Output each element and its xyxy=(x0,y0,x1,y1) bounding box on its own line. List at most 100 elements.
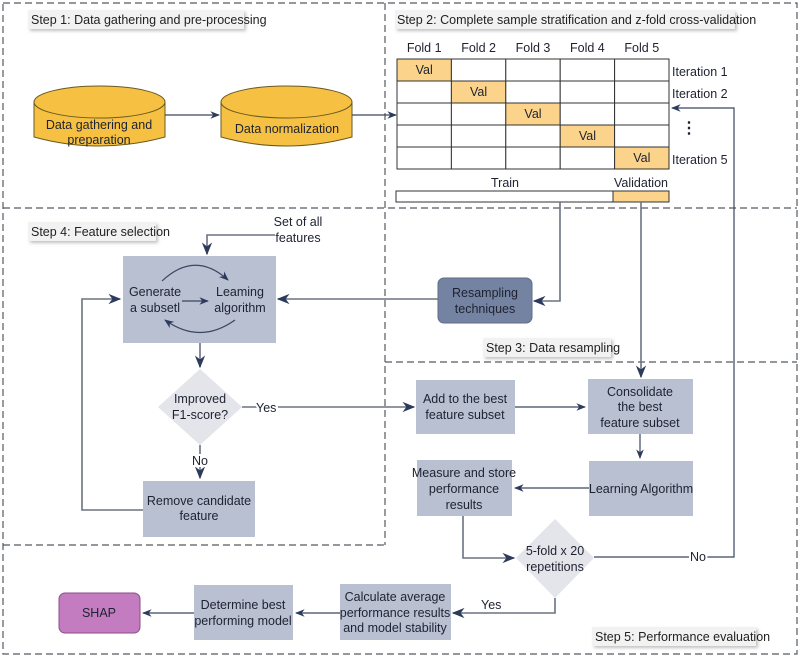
arrow-remove-loop-back xyxy=(81,293,143,511)
cycle-arrow-bottom xyxy=(164,319,236,333)
cylinder2-label: Data normalization xyxy=(235,122,339,136)
shap-label: SHAP xyxy=(82,606,116,620)
remove-line1: Remove candidate xyxy=(147,494,251,508)
iteration-label: Iteration 2 xyxy=(672,87,728,101)
fold-header: Fold 5 xyxy=(624,41,659,55)
val-cell xyxy=(614,146,670,170)
arrow-yes-to-calculate xyxy=(451,598,556,619)
train-cell xyxy=(450,58,507,82)
train-cell xyxy=(505,124,561,148)
fold-header: Fold 4 xyxy=(570,41,605,55)
consolidate-best-subset-box: Consolidate the best feature subset xyxy=(588,379,693,434)
train-cell xyxy=(505,80,561,104)
improved-f1-decision: Improved F1-score? xyxy=(158,369,242,445)
resampling-line1: Resampling xyxy=(452,286,518,300)
resampling-line2: techniques xyxy=(455,302,515,316)
train-cell xyxy=(614,102,670,126)
consolidate-line3: feature subset xyxy=(600,416,680,430)
step5-label: Step 5: Performance evaluation xyxy=(592,627,770,646)
decision2-line1: 5-fold x 20 xyxy=(526,544,584,558)
learning-line2: algorithm xyxy=(214,301,265,315)
val-label: Val xyxy=(524,107,541,121)
fold-header: Fold 1 xyxy=(407,41,442,55)
measure-store-results-box: Measure and store performance results xyxy=(412,460,516,516)
train-cell xyxy=(505,58,561,82)
decision2-line2: repetitions xyxy=(526,560,584,574)
val-label: Val xyxy=(470,85,487,99)
train-cell xyxy=(396,80,452,104)
validation-segment xyxy=(612,190,670,203)
train-label: Train xyxy=(491,176,519,190)
train-cell xyxy=(559,80,616,104)
repetitions-decision: 5-fold x 20 repetitions xyxy=(516,519,594,598)
train-cell xyxy=(559,146,616,170)
step4-label-text: Step 4: Feature selection xyxy=(31,225,170,239)
iteration-label: Iteration 1 xyxy=(672,65,728,79)
no-label-step4: No xyxy=(192,454,208,468)
learning-line1: Leaming xyxy=(216,285,264,299)
decision1-line1: Improved xyxy=(174,392,226,406)
step3-label: Step 3: Data resampling xyxy=(483,338,620,357)
fold-header: Fold 2 xyxy=(461,41,496,55)
cylinder1-line2: preparation xyxy=(67,133,130,147)
learning-algorithm-label: Learning Algorithm xyxy=(589,482,693,496)
remove-candidate-feature-box: Remove candidate feature xyxy=(143,481,255,537)
train-cell xyxy=(614,58,670,82)
step5-label-text: Step 5: Performance evaluation xyxy=(595,630,770,644)
determine-line1: Determine best xyxy=(201,598,286,612)
set-of-all-line1: Set of all xyxy=(274,215,323,229)
feature-selection-box: Generate a subsetl Leaming algorithm xyxy=(123,256,276,343)
cycle-arrow-top xyxy=(161,264,229,282)
cylinder1-line1: Data gathering and xyxy=(46,118,152,132)
arrow-set-of-all-features xyxy=(201,234,275,256)
cylinder-data-gathering: Data gathering and preparation xyxy=(33,85,166,147)
val-label: Val xyxy=(416,63,433,77)
no-label-step5: No xyxy=(690,550,706,564)
calculate-line3: and model stability xyxy=(343,621,447,635)
train-cell xyxy=(396,146,452,170)
step2-label-text: Step 2: Complete sample stratification a… xyxy=(397,13,756,27)
step2-label: Step 2: Complete sample stratification a… xyxy=(395,10,756,29)
determine-line2: performing model xyxy=(194,614,291,628)
step1-label: Step 1: Data gathering and pre-processin… xyxy=(28,10,267,29)
cylinder-data-normalization: Data normalization xyxy=(220,85,353,147)
measure-line3: results xyxy=(446,498,483,512)
validation-label: Validation xyxy=(614,176,668,190)
train-cell xyxy=(396,102,452,126)
generate-line1: Generate xyxy=(129,285,181,299)
remove-line2: feature xyxy=(180,509,219,523)
shap-box: SHAP xyxy=(58,592,141,634)
set-of-all-line2: features xyxy=(275,231,320,245)
train-cell xyxy=(559,102,616,126)
train-segment xyxy=(395,190,614,203)
train-cell xyxy=(450,124,507,148)
add-best-line2: feature subset xyxy=(425,408,505,422)
add-best-line1: Add to the best xyxy=(423,392,508,406)
resampling-techniques-box: Resampling techniques xyxy=(437,277,533,324)
calculate-line1: Calculate average xyxy=(345,590,446,604)
measure-line2: performance xyxy=(429,482,499,496)
train-cell xyxy=(614,124,670,148)
decision1-line2: F1-score? xyxy=(172,408,228,422)
determine-best-model-box: Determine best performing model xyxy=(194,585,293,640)
step3-label-text: Step 3: Data resampling xyxy=(486,341,620,355)
arrow-measure-to-repetitions xyxy=(462,516,516,564)
consolidate-line2: the best xyxy=(618,400,663,414)
generate-line2: a subsetl xyxy=(130,301,180,315)
yes-label-step4: Yes xyxy=(256,401,276,415)
train-cell xyxy=(559,58,616,82)
calculate-line2: performance results xyxy=(340,606,450,620)
train-cell xyxy=(450,102,507,126)
train-validation-bar: Train Validation xyxy=(395,176,670,203)
train-cell xyxy=(614,80,670,104)
val-label: Val xyxy=(633,151,650,165)
arrow-no-loop-back xyxy=(594,104,735,558)
learning-algorithm-box: Learning Algorithm xyxy=(589,461,693,516)
iteration-label: Iteration 5 xyxy=(672,153,728,167)
fold-header: Fold 3 xyxy=(516,41,551,55)
calculate-average-box: Calculate average performance results an… xyxy=(340,584,451,640)
